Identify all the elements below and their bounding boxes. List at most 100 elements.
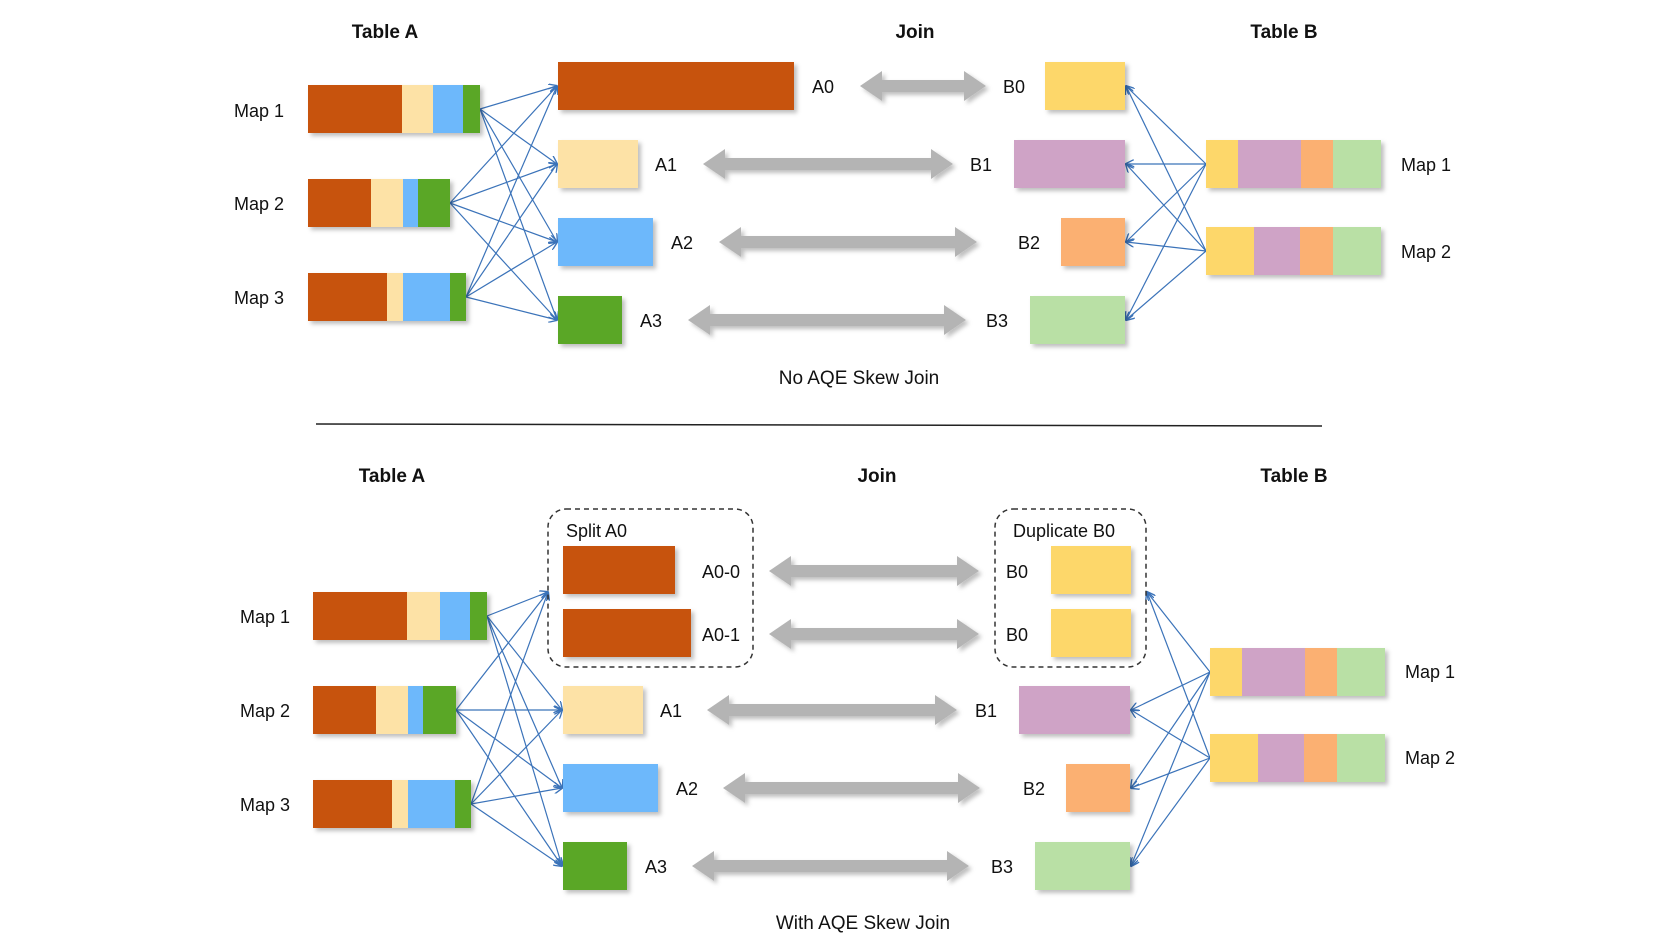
- join-arrow: [703, 149, 953, 179]
- segment-a1: [402, 85, 433, 133]
- shuffle-link: [1126, 164, 1207, 252]
- map-a-label: Map 1: [234, 101, 284, 121]
- shuffle-link: [465, 296, 557, 320]
- duplicate-b0-title: Duplicate B0: [1013, 521, 1115, 541]
- section-divider: [315, 423, 1323, 427]
- shuffle-link: [470, 788, 562, 805]
- partition-b3-label: B3: [991, 857, 1013, 877]
- join-arrow: [719, 227, 977, 257]
- shuffle-link: [1147, 592, 1211, 673]
- shuffle-link: [1131, 671, 1211, 866]
- shuffle-link: [455, 709, 562, 788]
- partition-b1: [1014, 140, 1125, 188]
- shuffle-link: [486, 615, 562, 788]
- shuffle-link: [449, 164, 557, 204]
- map-a-label: Map 3: [234, 288, 284, 308]
- segment-b0: [1206, 227, 1254, 275]
- partition-a1: [558, 140, 638, 188]
- partition-a3-label: A3: [645, 857, 667, 877]
- segment-a3: [455, 780, 471, 828]
- segment-a1: [376, 686, 408, 734]
- map-b-label: Map 2: [1405, 748, 1455, 768]
- join-header: Join: [895, 22, 934, 43]
- join-arrow: [723, 773, 980, 803]
- join-arrow: [769, 619, 979, 649]
- partition-b0: [1051, 609, 1131, 657]
- segment-a0: [308, 179, 371, 227]
- partition-b3-label: B3: [986, 311, 1008, 331]
- split-a0-group: [547, 508, 754, 668]
- table-a-header: Table A: [352, 22, 419, 43]
- partition-b1-label: B1: [970, 155, 992, 175]
- join-arrow: [860, 71, 986, 101]
- shuffle-link: [486, 615, 562, 710]
- shuffle-link: [479, 108, 557, 320]
- partition-b3: [1030, 296, 1125, 344]
- segment-b2: [1305, 648, 1337, 696]
- segment-a3: [418, 179, 450, 227]
- map-b-block: [1206, 140, 1381, 188]
- partition-b1-label: B1: [975, 701, 997, 721]
- segment-a3: [470, 592, 487, 640]
- partition-a2-label: A2: [671, 233, 693, 253]
- map-a-label: Map 2: [240, 701, 290, 721]
- partition-b0-label: B0: [1006, 562, 1028, 582]
- shuffle-link: [479, 108, 557, 164]
- map-b-block: [1210, 648, 1385, 696]
- shuffle-link: [465, 242, 557, 298]
- segment-b2: [1301, 140, 1333, 188]
- shuffle-link: [470, 592, 548, 805]
- segment-a0: [313, 592, 407, 640]
- map-b-block: [1210, 734, 1385, 782]
- bottom-section: Table A Join Table B Map 1 Map 2 Map 3: [240, 466, 1455, 934]
- map-a-block: [308, 273, 466, 321]
- partition-b3: [1035, 842, 1130, 890]
- shuffle-link: [1126, 242, 1207, 252]
- shuffle-link: [1126, 163, 1207, 320]
- partition-b2: [1066, 764, 1130, 812]
- segment-a0: [313, 686, 376, 734]
- partition-a2: [563, 764, 658, 812]
- shuffle-link: [1131, 757, 1211, 788]
- partition-a2: [558, 218, 653, 266]
- segment-b1: [1242, 648, 1305, 696]
- partition-a0-0: [563, 546, 675, 594]
- partition-a0: [558, 62, 794, 110]
- segment-a0: [308, 273, 387, 321]
- map-b-label: Map 1: [1405, 662, 1455, 682]
- partition-b0: [1051, 546, 1131, 594]
- shuffle-link: [1131, 671, 1211, 788]
- shuffle-link: [1131, 671, 1211, 710]
- segment-a1: [392, 780, 408, 828]
- segment-a3: [423, 686, 456, 734]
- table-a-header: Table A: [359, 466, 426, 487]
- shuffle-link: [455, 592, 548, 711]
- segment-a3: [450, 273, 466, 321]
- bottom-caption: With AQE Skew Join: [776, 913, 950, 934]
- partition-a1: [563, 686, 643, 734]
- shuffle-links: [455, 592, 1211, 866]
- partition-a0-0-label: A0-0: [702, 562, 740, 582]
- segment-a1: [387, 273, 403, 321]
- partition-a3: [558, 296, 622, 344]
- map-b-label: Map 1: [1401, 155, 1451, 175]
- map-a-label: Map 2: [234, 194, 284, 214]
- shuffle-link: [1126, 86, 1207, 165]
- segment-b0: [1206, 140, 1238, 188]
- map-b-block: [1206, 227, 1381, 275]
- shuffle-link: [1131, 757, 1211, 866]
- shuffle-link: [449, 202, 557, 242]
- partition-a0-1: [563, 609, 691, 657]
- segment-b3: [1337, 648, 1385, 696]
- segment-a0: [313, 780, 392, 828]
- segment-a2: [408, 780, 455, 828]
- segment-a2: [403, 179, 418, 227]
- map-b-label: Map 2: [1401, 242, 1451, 262]
- partition-a3-label: A3: [640, 311, 662, 331]
- segment-b2: [1300, 227, 1333, 275]
- shuffle-link: [479, 86, 557, 110]
- segment-a1: [407, 592, 440, 640]
- shuffle-link: [486, 592, 548, 617]
- map-a-block: [313, 592, 487, 640]
